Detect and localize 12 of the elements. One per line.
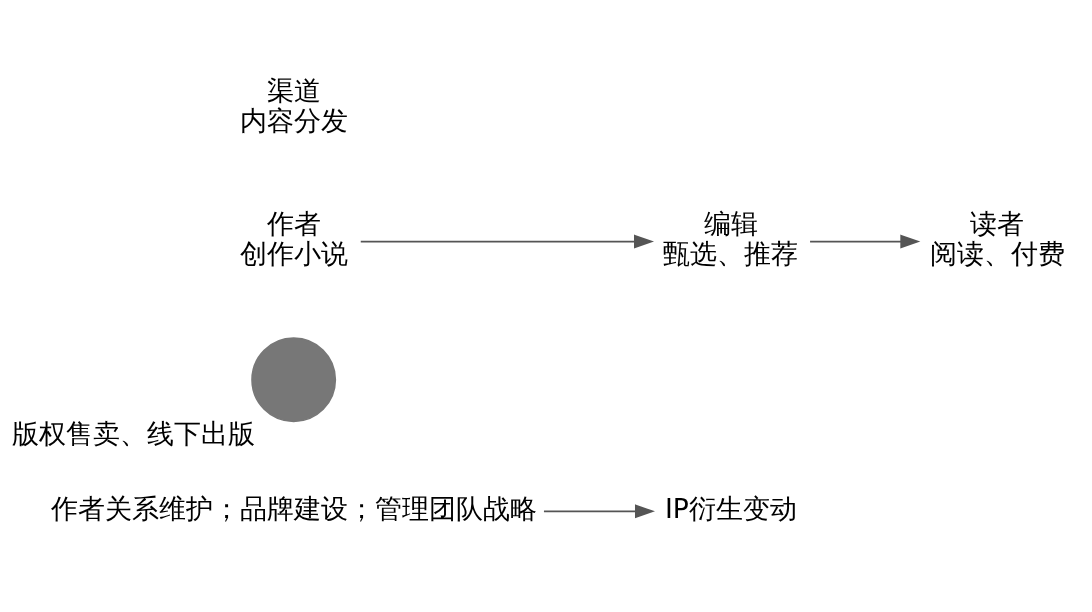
- node-text: 作者 创作小说: [239, 207, 348, 269]
- label: 内容分发: [239, 104, 348, 136]
- node-text: 编辑 甄选、推荐: [663, 207, 799, 269]
- label: 渠道: [266, 74, 321, 106]
- node-text: 读者 阅读、付费: [929, 207, 1065, 269]
- arrow: [543, 503, 655, 518]
- arrow: [809, 234, 921, 249]
- node-label: 版权售卖、线下出版: [12, 417, 256, 449]
- arrow: [359, 234, 654, 249]
- node-text: 作者关系维护；品牌建设；管理团队战略: [50, 492, 537, 524]
- node-text: IP衍生变动: [664, 492, 797, 524]
- node-circle: [251, 336, 337, 422]
